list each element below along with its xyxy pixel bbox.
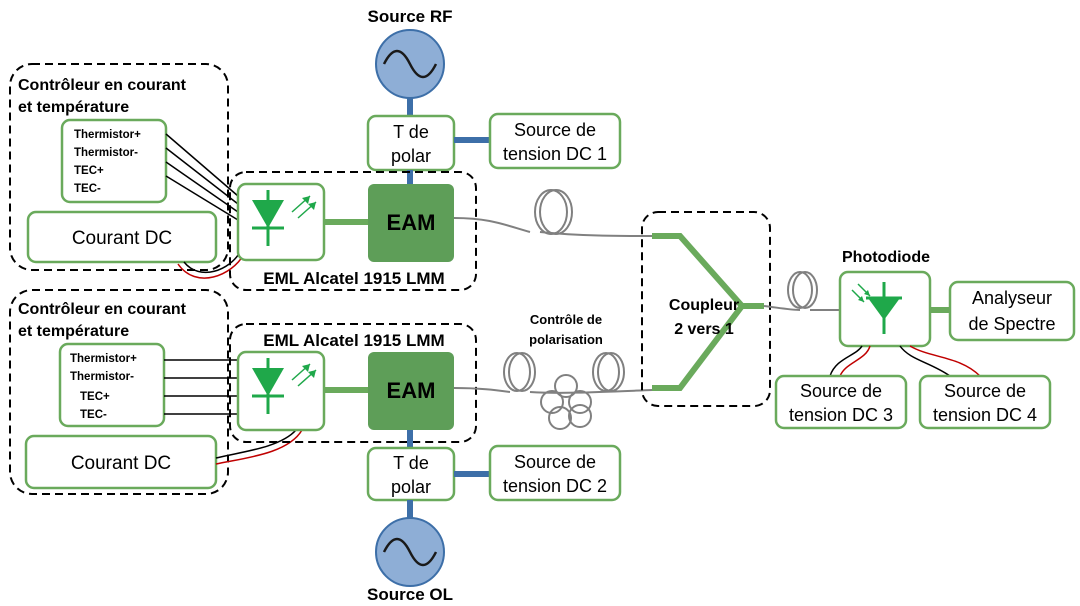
sensor-box-top <box>60 118 168 204</box>
dc3-line2: tension DC 3 <box>789 405 893 425</box>
dc-source-2 <box>488 444 622 502</box>
polarization-loops-icon <box>453 352 653 430</box>
fiber-coil-top-icon <box>453 189 653 237</box>
coupler-line2: 2 vers 1 <box>674 321 734 338</box>
eam-bottom <box>368 352 454 430</box>
coupler-frame <box>641 211 771 407</box>
source-rf-label: Source RF <box>367 7 452 26</box>
laser-diode-bottom-icon <box>252 358 317 414</box>
controller-bottom-frame <box>9 289 229 495</box>
source-rf-icon <box>375 29 445 99</box>
current-top-label: Courant DC <box>72 228 172 249</box>
dc1-line1: Source de <box>514 120 596 140</box>
sig-bottom-thermistor-plus: Thermistor+ <box>70 353 137 365</box>
wires-photodiode <box>829 345 981 377</box>
controller-bottom-title-2: et température <box>18 323 129 340</box>
coupler-icon <box>652 233 764 391</box>
current-box-top <box>26 210 218 264</box>
analyzer-line1: Analyseur <box>972 288 1052 308</box>
spectrum-analyzer <box>948 280 1076 342</box>
fiber-coil-pd-icon <box>763 271 840 311</box>
eam-top-label: EAM <box>387 210 436 235</box>
current-bottom-label: Courant DC <box>71 453 171 474</box>
laser-bottom-box <box>236 350 326 432</box>
wires-bottom <box>164 359 303 465</box>
dc-source-3 <box>774 374 908 430</box>
source-ol-label: Source OL <box>367 585 453 604</box>
controller-top-title-2: et température <box>18 99 129 116</box>
dc4-line2: tension DC 4 <box>933 405 1037 425</box>
sig-bottom-tec-plus: TEC+ <box>80 391 110 403</box>
sig-top-thermistor-minus: Thermistor- <box>74 147 138 159</box>
sig-top-tec-plus: TEC+ <box>74 165 104 177</box>
wires-top <box>165 133 245 279</box>
eml-top-label: EML Alcatel 1915 LMM <box>263 269 444 288</box>
photodiode-title: Photodiode <box>842 249 930 266</box>
dc1-line2: tension DC 1 <box>503 144 607 164</box>
coupler-line1: Coupleur <box>669 297 739 314</box>
polarization-line2: polarisation <box>529 332 603 347</box>
laser-top-box <box>236 182 326 262</box>
eam-bottom-label: EAM <box>387 378 436 403</box>
controller-top-frame <box>9 63 229 271</box>
eam-top <box>368 184 454 262</box>
dc4-line1: Source de <box>944 381 1026 401</box>
dc-source-1 <box>488 112 622 170</box>
photodiode-icon <box>851 282 902 334</box>
bias-tee-top-line1: T de <box>393 122 429 142</box>
sensor-box-bottom <box>58 342 166 428</box>
eml-top-frame <box>229 171 477 291</box>
analyzer-line2: de Spectre <box>968 314 1055 334</box>
laser-diode-top-icon <box>252 190 317 246</box>
source-ol-icon <box>375 517 445 587</box>
eml-bottom-frame <box>229 323 477 443</box>
polarization-line1: Contrôle de <box>530 312 602 327</box>
controller-bottom-title-1: Contrôleur en courant <box>18 301 187 318</box>
sig-top-tec-minus: TEC- <box>74 183 101 195</box>
controller-top-title-1: Contrôleur en courant <box>18 77 187 94</box>
bias-tee-bottom-line1: T de <box>393 453 429 473</box>
bias-tee-top-line2: polar <box>391 146 431 166</box>
dc2-line2: tension DC 2 <box>503 476 607 496</box>
dc3-line1: Source de <box>800 381 882 401</box>
sig-top-thermistor-plus: Thermistor+ <box>74 129 141 141</box>
dc-source-4 <box>918 374 1052 430</box>
current-box-bottom <box>24 434 218 490</box>
sig-bottom-thermistor-minus: Thermistor- <box>70 371 134 383</box>
bias-tee-bottom-line2: polar <box>391 477 431 497</box>
dc2-line1: Source de <box>514 452 596 472</box>
sig-bottom-tec-minus: TEC- <box>80 409 107 421</box>
eml-bottom-label: EML Alcatel 1915 LMM <box>263 331 444 350</box>
